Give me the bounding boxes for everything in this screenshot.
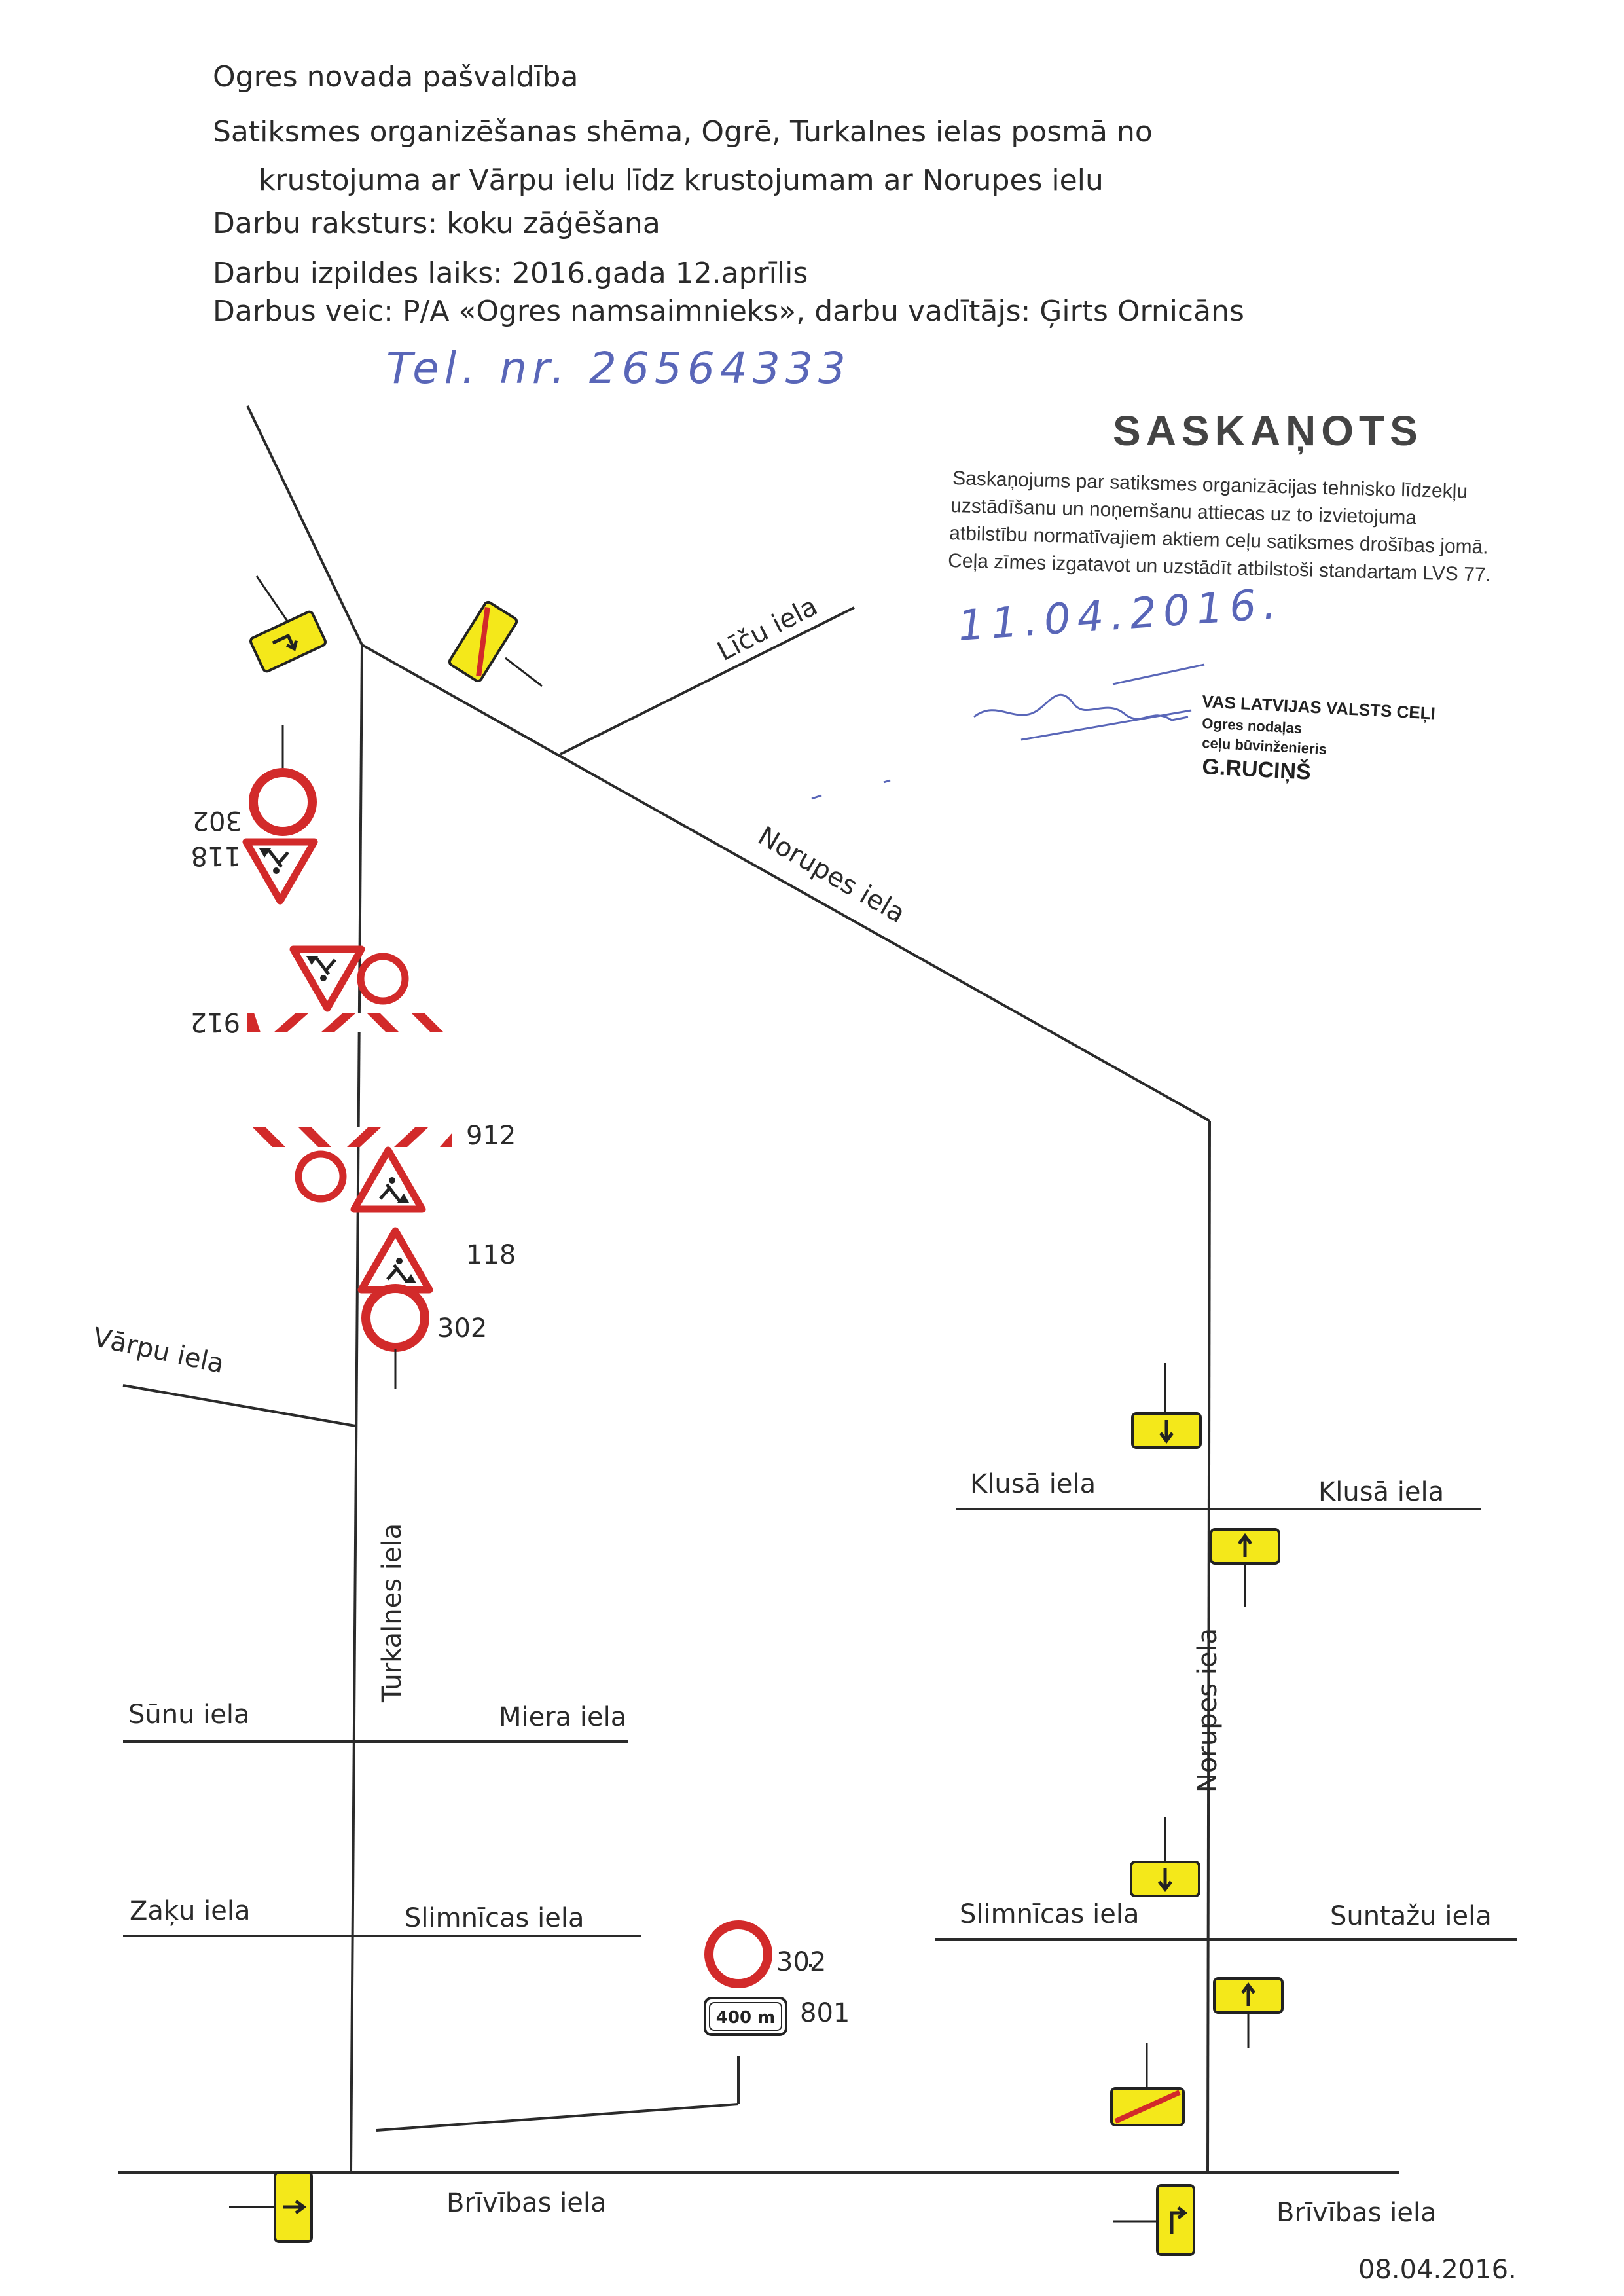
label-brivibas-right: Brīvības iela	[1276, 2198, 1437, 2228]
sign-arrow-down-kluse	[1132, 1363, 1200, 1448]
sign-number-302-lower: 302	[776, 1947, 826, 1977]
label-kluse-left: Klusā iela	[970, 1469, 1096, 1499]
label-turkalnes: Turkalnes iela	[377, 1523, 407, 1703]
label-licu: Līču iela	[713, 591, 823, 667]
sign-arrow-up-kluse	[1211, 1529, 1279, 1607]
stamp-org-4: G.RUCIŅŠ	[1202, 754, 1312, 785]
sign-number-302-bottom: 302	[437, 1313, 487, 1343]
sign-arrow-up-slimnicas	[1214, 1978, 1282, 2048]
no-vehicles-icon	[709, 1925, 768, 1984]
label-suntazu: Suntažu iela	[1330, 1901, 1492, 1931]
footer-date: 08.04.2016.	[1358, 2255, 1517, 2285]
label-sunu: Sūnu iela	[128, 1700, 250, 1730]
arrow-up-icon	[1211, 1529, 1279, 1563]
road-turkalnes	[350, 644, 363, 2173]
sign-number-912-bottom: 912	[466, 1121, 516, 1151]
sign-302-upper: 302	[192, 725, 312, 835]
stamp-org-3: ceļu būvinženieris	[1202, 735, 1327, 757]
no-vehicles-icon	[357, 953, 409, 1005]
roadwork-warning-icon	[354, 1150, 422, 1209]
road-licu	[560, 606, 855, 756]
arrow-down-icon	[1132, 1413, 1200, 1448]
sign-118-lower: 118	[361, 1231, 516, 1290]
header-line-4: Darbu raksturs: koku zāģēšana	[213, 207, 660, 240]
sign-turn-arrow-brivibas	[1113, 2184, 1195, 2256]
label-miera: Miera iela	[499, 1702, 626, 1732]
label-varpu: Vārpu iela	[90, 1322, 226, 1379]
label-slimnicas-left: Slimnīcas iela	[405, 1903, 584, 1933]
signature	[811, 663, 1205, 800]
arrow-right-icon	[283, 2200, 307, 2214]
sign-end-restriction-top	[448, 600, 543, 687]
distance-plate	[704, 1997, 787, 2036]
header-line-6: Darbus veic: P/A «Ogres namsaimnieks», d…	[213, 295, 1244, 328]
label-norupes-vert: Norupes iela	[1193, 1628, 1223, 1793]
sign-number-302-top: 302	[192, 805, 242, 835]
barrier-912-lower: 912	[253, 1121, 516, 1209]
turn-arrow-icon	[1170, 2206, 1188, 2234]
road-norupes-vertical	[1206, 1120, 1211, 2173]
sign-302-lower: 302	[366, 1288, 487, 1389]
turn-arrow-icon	[272, 633, 298, 651]
sign-number-118-top: 118	[191, 841, 241, 871]
label-brivibas-left: Brīvības iela	[446, 2188, 607, 2218]
stamp-title: SASKAŅOTS	[1113, 407, 1423, 455]
label-zaku: Zaķu iela	[130, 1896, 251, 1926]
stamp-handwritten-date: 11.04.2016.	[956, 579, 1284, 650]
arrow-down-icon	[1131, 1862, 1199, 1896]
sign-turn-arrow-top	[249, 575, 327, 673]
road-norupes-diagonal	[361, 644, 1210, 1122]
road-varpu	[122, 1384, 356, 1427]
roadwork-warning-icon	[293, 949, 361, 1008]
label-slimnicas-right: Slimnīcas iela	[960, 1899, 1139, 1929]
header-line-2: Satiksmes organizēšanas shēma, Ogrē, Tur…	[213, 115, 1153, 149]
sign-118-upper: 118	[191, 841, 314, 901]
road-upper-left-diagonal	[246, 405, 363, 646]
header-line-1: Ogres novada pašvaldība	[213, 60, 579, 94]
handwritten-phone: Tel. nr. 26564333	[386, 343, 851, 393]
label-kluse-right: Klusā iela	[1318, 1477, 1444, 1507]
roadwork-warning-icon	[361, 1231, 429, 1290]
roadwork-warning-icon	[246, 842, 314, 901]
plate-400m-text: 400 m	[716, 2008, 775, 2028]
sign-arrow-down-slimnicas	[1131, 1817, 1199, 1896]
barrier-912-upper: 912	[190, 949, 447, 1037]
no-vehicles-icon	[366, 1288, 425, 1347]
label-norupes-diag: Norupes iela	[753, 821, 910, 929]
arrow-up-icon	[1214, 1978, 1282, 2013]
approval-stamp: SASKAŅOTS Saskaņojums par satiksmes orga…	[811, 407, 1491, 800]
sign-arrow-right-brivibas	[229, 2171, 313, 2243]
sign-number-912-top: 912	[190, 1007, 240, 1037]
sign-302-with-plate: 302 400 m 801	[704, 1925, 850, 2036]
road-network	[118, 405, 1517, 2174]
no-vehicles-icon	[253, 773, 312, 831]
sign-end-restriction-bottom	[1110, 2043, 1185, 2126]
no-vehicles-icon	[295, 1150, 347, 1203]
sign-number-801: 801	[800, 1998, 850, 2028]
stamp-org-2: Ogres nodaļas	[1202, 715, 1303, 737]
header-line-5: Darbu izpildes laiks: 2016.gada 12.aprīl…	[213, 257, 808, 290]
lead-line-400m	[376, 2103, 739, 2132]
sign-number-118-bottom: 118	[466, 1240, 516, 1270]
header-line-3: krustojuma ar Vārpu ielu līdz krustojuma…	[259, 164, 1104, 197]
